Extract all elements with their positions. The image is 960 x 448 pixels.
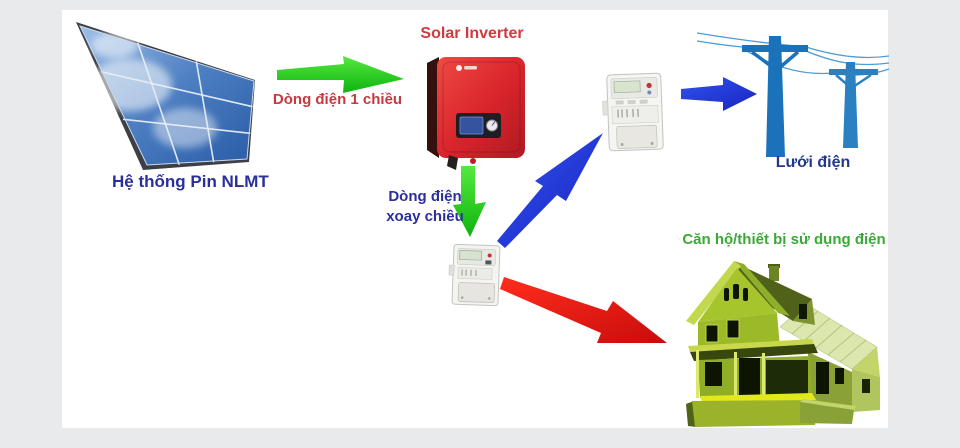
meter-link-arrow [497, 133, 603, 248]
solar-panel-illustration [76, 22, 255, 170]
inverter-label: Solar Inverter [420, 25, 524, 42]
house-label: Căn hộ/thiết bị sử dụng điện [682, 231, 886, 248]
house-illustration [686, 261, 880, 427]
dc-arrow [277, 56, 404, 93]
grid-label: Lưới điện [775, 154, 851, 171]
solar-inverter-illustration [427, 57, 525, 170]
ac-meter-illustration [448, 243, 501, 307]
house-arrow [500, 277, 667, 343]
ac-arrow [453, 166, 486, 237]
solar-panel-label: Hệ thống Pin NLMT [112, 172, 269, 191]
utility-poles-illustration [696, 32, 890, 157]
grid-arrow [681, 77, 757, 111]
ac-current-label: Dòng điện xoay chiều [386, 188, 464, 226]
dc-current-label: Dòng điện 1 chiều [272, 91, 403, 108]
grid-meter-illustration [602, 72, 664, 152]
